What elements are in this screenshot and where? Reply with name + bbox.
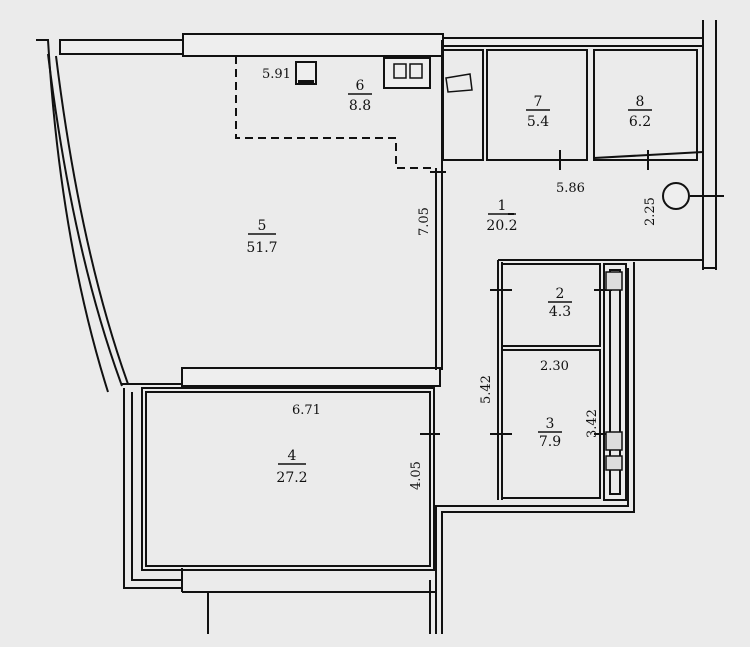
dim-hall-width: 2.25 xyxy=(643,197,658,226)
room-8-walls xyxy=(593,49,698,161)
dim-corridor-height: 5.42 xyxy=(479,375,494,404)
room-area: 20.2 xyxy=(486,218,517,234)
curved-facade-inner xyxy=(47,53,123,387)
round-column-icon xyxy=(662,182,690,210)
top-window-band xyxy=(59,39,186,55)
walls xyxy=(36,20,717,634)
vent-strip xyxy=(603,263,627,501)
dim-bath-width: 2.30 xyxy=(540,359,569,374)
kitchen-sink-icon xyxy=(383,57,431,89)
room-5-label: 5 51.7 xyxy=(246,218,277,256)
dim-kitchen-width: 5.91 xyxy=(262,67,291,82)
balcony-west-2 xyxy=(131,392,182,581)
south-stepped-wall-2 xyxy=(441,262,635,634)
room-area: 7.9 xyxy=(539,434,561,450)
room-area: 5.4 xyxy=(527,114,549,130)
room-7-label: 7 5.4 xyxy=(526,94,550,130)
stove-icon xyxy=(295,61,317,85)
room-labels: 6 8.8 7 5.4 8 6.2 5 51.7 1 20.2 2 4.3 xyxy=(246,78,652,486)
balcony-west xyxy=(123,388,182,589)
shaft-walls xyxy=(442,49,484,161)
room-area: 27.2 xyxy=(276,470,307,486)
room-number: 4 xyxy=(288,448,297,464)
top-wall-block xyxy=(182,33,444,57)
dim-bedroom-height: 4.05 xyxy=(409,461,424,490)
vent-grille-1 xyxy=(605,271,623,291)
room-area: 51.7 xyxy=(246,240,277,256)
curved-facade-inner2 xyxy=(55,55,129,385)
room-7-walls xyxy=(486,49,588,161)
room-4-label: 4 27.2 xyxy=(276,448,307,486)
room-number: 1 xyxy=(498,198,507,214)
vent-grilles xyxy=(605,271,623,471)
kitchen-zone-dashed xyxy=(235,56,436,169)
room-number: 8 xyxy=(636,94,645,110)
room-4-outer xyxy=(141,387,435,571)
living-south-wall xyxy=(181,367,441,387)
room-3-label: 3 7.9 xyxy=(538,416,562,450)
room-number: 7 xyxy=(534,94,543,110)
room-2-walls xyxy=(501,263,601,347)
room-number: 5 xyxy=(258,218,267,234)
vent-grille-3 xyxy=(605,455,623,471)
room-number: 6 xyxy=(356,78,365,94)
room-area: 8.8 xyxy=(349,98,371,114)
room-3-walls xyxy=(501,349,601,499)
dim-hall-length: 5.86 xyxy=(556,181,585,196)
shaft-fixture xyxy=(445,73,473,93)
room-number: 2 xyxy=(556,286,565,302)
dim-bath-height: 3.42 xyxy=(585,409,600,438)
dimension-labels: 5.91 5.86 2.25 7.05 5.42 2.30 3.42 6.71 … xyxy=(262,67,658,490)
dim-bedroom-width: 6.71 xyxy=(292,403,321,418)
room-number: 3 xyxy=(546,416,555,432)
room-2-label: 2 4.3 xyxy=(548,286,572,320)
room-6-label: 6 8.8 xyxy=(348,78,372,114)
room-4-walls xyxy=(145,391,431,567)
room-1-label: 1 20.2 xyxy=(486,198,517,234)
vent-strip-inner xyxy=(609,269,621,495)
dim-living-height: 7.05 xyxy=(417,207,432,236)
fixtures xyxy=(295,57,690,471)
vent-grille-2 xyxy=(605,431,623,451)
south-stepped-wall xyxy=(435,268,629,634)
room-8-label: 8 6.2 xyxy=(628,94,652,130)
top-right-wall xyxy=(442,37,704,47)
room-area: 4.3 xyxy=(549,304,571,320)
room-area: 6.2 xyxy=(629,114,651,130)
